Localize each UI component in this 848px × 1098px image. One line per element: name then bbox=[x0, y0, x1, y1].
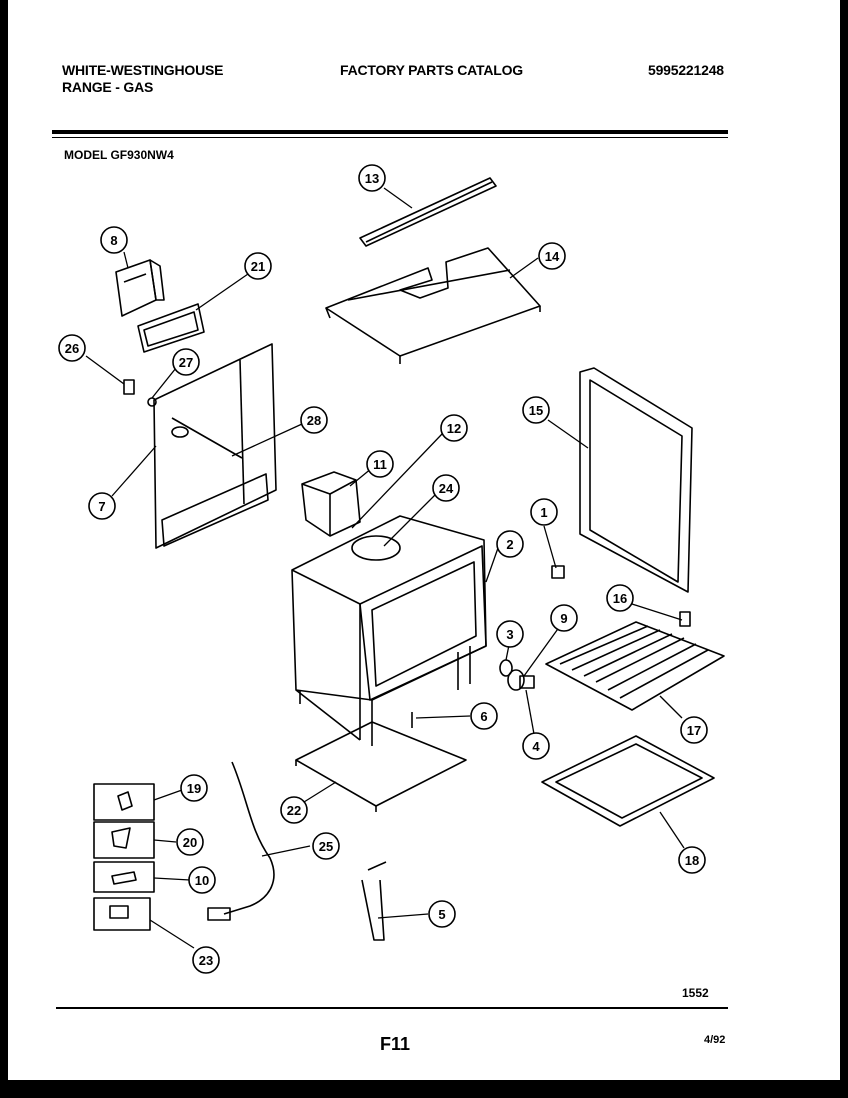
part-door-frame bbox=[579, 367, 693, 593]
callout-13: 13 bbox=[358, 164, 386, 192]
part-igniter bbox=[361, 861, 387, 941]
callout-12: 12 bbox=[440, 414, 468, 442]
svg-text:17: 17 bbox=[687, 723, 701, 738]
callout-10: 10 bbox=[188, 866, 216, 894]
callout-2: 2 bbox=[496, 530, 524, 558]
callout-5: 5 bbox=[428, 900, 456, 928]
callout-19: 19 bbox=[180, 774, 208, 802]
svg-text:21: 21 bbox=[251, 259, 265, 274]
svg-text:24: 24 bbox=[439, 481, 454, 496]
callout-22: 22 bbox=[280, 796, 308, 824]
header-rule-thin bbox=[52, 137, 728, 138]
callouts: 13 14 8 21 26 27 28 7 11 12 24 2 15 1 9 … bbox=[58, 164, 708, 974]
svg-text:22: 22 bbox=[287, 803, 301, 818]
svg-text:10: 10 bbox=[195, 873, 209, 888]
svg-text:11: 11 bbox=[373, 457, 387, 472]
part-box-10 bbox=[93, 861, 155, 893]
svg-text:27: 27 bbox=[179, 355, 193, 370]
callout-23: 23 bbox=[192, 946, 220, 974]
part-burner bbox=[351, 535, 401, 561]
catalog-title: FACTORY PARTS CATALOG bbox=[340, 62, 523, 78]
callout-14: 14 bbox=[538, 242, 566, 270]
header-rule bbox=[52, 130, 728, 134]
part-box-icons bbox=[109, 791, 137, 919]
svg-text:8: 8 bbox=[110, 233, 117, 248]
scan-border-right bbox=[840, 0, 848, 1098]
part-box-23 bbox=[93, 897, 151, 931]
product-type: RANGE - GAS bbox=[62, 79, 154, 95]
part-rail bbox=[359, 177, 497, 247]
svg-text:16: 16 bbox=[613, 591, 627, 606]
diagram-code: 1552 bbox=[682, 986, 709, 1000]
part-side-panel bbox=[153, 343, 277, 549]
catalog-part-number: 5995221248 bbox=[648, 62, 724, 78]
part-box-19 bbox=[93, 783, 155, 821]
callout-11: 11 bbox=[366, 450, 394, 478]
callout-17: 17 bbox=[680, 716, 708, 744]
model-number: MODEL GF930NW4 bbox=[64, 148, 174, 162]
part-hinge bbox=[679, 611, 691, 627]
callout-8: 8 bbox=[100, 226, 128, 254]
part-window bbox=[137, 303, 205, 353]
callout-25: 25 bbox=[312, 832, 340, 860]
revision-date: 4/92 bbox=[704, 1034, 726, 1046]
callout-20: 20 bbox=[176, 828, 204, 856]
svg-text:12: 12 bbox=[447, 421, 461, 436]
brand-name: WHITE-WESTINGHOUSE bbox=[62, 62, 224, 78]
callout-18: 18 bbox=[678, 846, 706, 874]
part-duct bbox=[301, 471, 361, 537]
part-top-panel bbox=[325, 247, 541, 364]
scan-border-bottom bbox=[0, 1080, 848, 1098]
svg-text:23: 23 bbox=[199, 953, 213, 968]
callout-3: 3 bbox=[496, 620, 524, 648]
part-rod bbox=[171, 417, 243, 459]
svg-text:18: 18 bbox=[685, 853, 699, 868]
callout-6: 6 bbox=[470, 702, 498, 730]
svg-text:2: 2 bbox=[506, 537, 513, 552]
part-broiler-pan bbox=[541, 735, 715, 827]
part-clip bbox=[123, 379, 157, 407]
leader-lines bbox=[85, 187, 685, 949]
svg-text:1: 1 bbox=[540, 505, 547, 520]
callout-27: 27 bbox=[172, 348, 200, 376]
callout-7: 7 bbox=[88, 492, 116, 520]
footer-rule bbox=[56, 1007, 728, 1009]
part-power-cord bbox=[223, 761, 275, 915]
svg-text:9: 9 bbox=[560, 611, 567, 626]
part-oven-body bbox=[291, 515, 487, 746]
callout-9: 9 bbox=[550, 604, 578, 632]
svg-text:26: 26 bbox=[65, 341, 79, 356]
svg-text:5: 5 bbox=[438, 907, 445, 922]
svg-text:25: 25 bbox=[319, 839, 333, 854]
callout-28: 28 bbox=[300, 406, 328, 434]
callout-1: 1 bbox=[530, 498, 558, 526]
page-reference: F11 bbox=[380, 1034, 411, 1054]
part-bottom-plate bbox=[295, 721, 467, 812]
callout-26: 26 bbox=[58, 334, 86, 362]
part-bracket bbox=[115, 259, 165, 317]
svg-text:19: 19 bbox=[187, 781, 201, 796]
callout-15: 15 bbox=[522, 396, 550, 424]
part-valve bbox=[499, 659, 535, 691]
svg-text:28: 28 bbox=[307, 413, 321, 428]
callout-24: 24 bbox=[432, 474, 460, 502]
svg-text:6: 6 bbox=[480, 709, 487, 724]
svg-text:15: 15 bbox=[529, 403, 543, 418]
svg-text:4: 4 bbox=[532, 739, 540, 754]
part-box-20 bbox=[93, 821, 155, 859]
callout-4: 4 bbox=[522, 732, 550, 760]
svg-text:3: 3 bbox=[506, 627, 513, 642]
callout-21: 21 bbox=[244, 252, 272, 280]
svg-text:13: 13 bbox=[365, 171, 379, 186]
svg-text:7: 7 bbox=[98, 499, 105, 514]
svg-text:14: 14 bbox=[545, 249, 560, 264]
callout-16: 16 bbox=[606, 584, 634, 612]
part-oven-rack bbox=[545, 621, 725, 711]
part-plug bbox=[207, 907, 231, 921]
part-small-clip bbox=[551, 565, 565, 579]
scan-border-left bbox=[0, 0, 8, 1098]
svg-text:20: 20 bbox=[183, 835, 197, 850]
